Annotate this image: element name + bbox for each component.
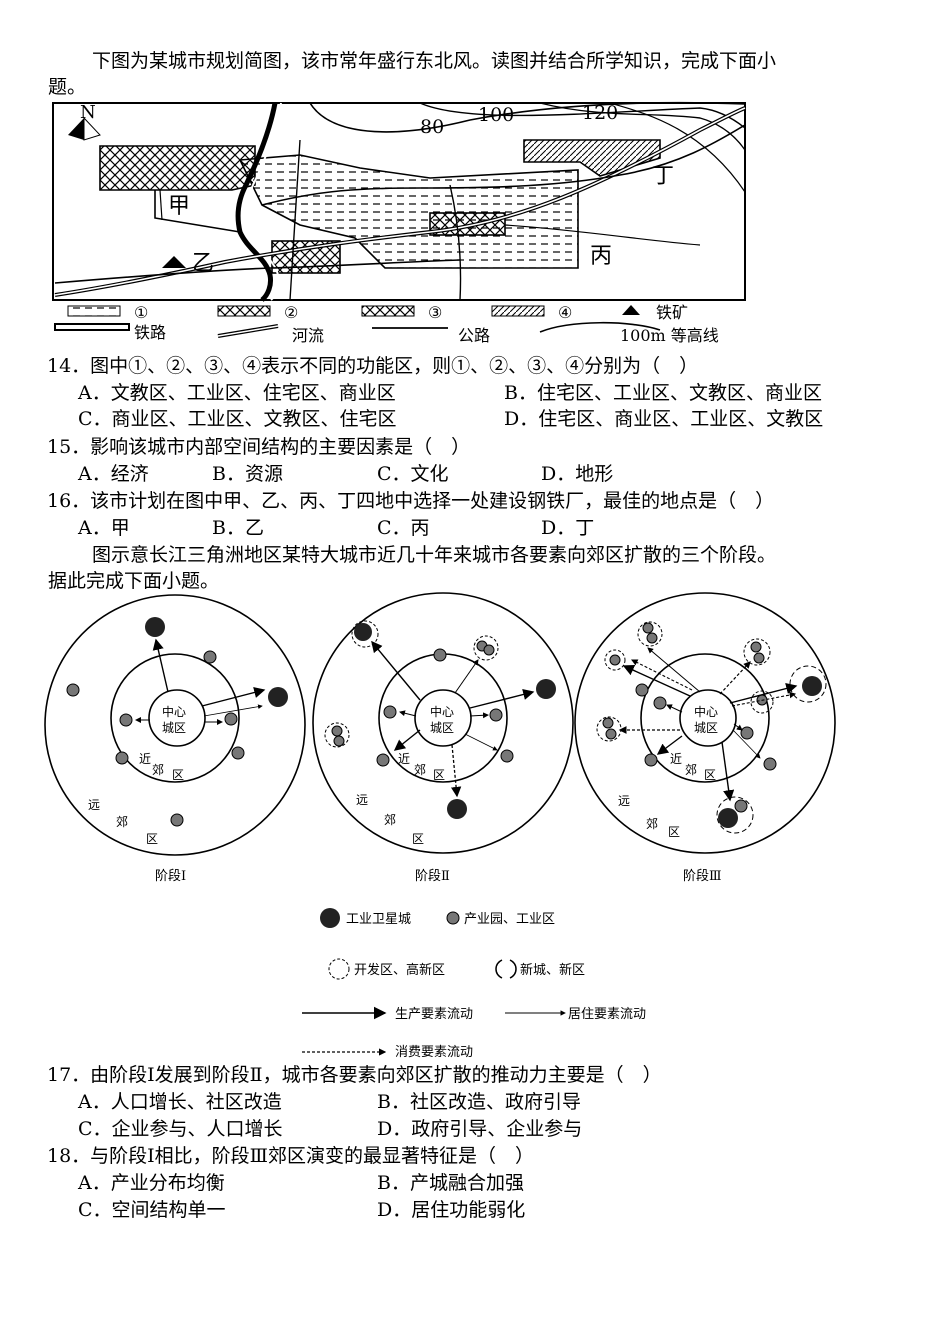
stages-legend: 工业卫星城 产业园、工业区 开发区、高新区 新城、新区 生产要素流动 居住要素流…	[302, 908, 646, 1060]
place-yi: 乙	[192, 251, 214, 276]
legend-zone1: ①	[134, 303, 148, 322]
question-15-stem: 15．影响该城市内部空间结构的主要因素是（ ）	[47, 436, 471, 458]
center-label-1: 中心	[162, 704, 186, 719]
far-label-1: 远	[618, 794, 630, 808]
legend-ore-icon	[622, 305, 640, 315]
legend-zone3: ③	[428, 303, 442, 322]
legend-contour: 100m 等高线	[620, 326, 719, 345]
near-label-2: 郊	[685, 763, 697, 777]
q15-option-b: B．资源	[212, 463, 283, 485]
legend-newtown: 新城、新区	[520, 962, 585, 978]
near-label-2: 郊	[414, 763, 426, 777]
legend-devzone: 开发区、高新区	[354, 962, 445, 978]
legend-ore: 铁矿	[656, 303, 688, 322]
q14-option-a: A．文教区、工业区、住宅区、商业区	[78, 382, 396, 404]
q15-option-a: A．经济	[78, 463, 149, 485]
q18-option-c: C．空间结构单一	[78, 1199, 226, 1221]
intro-text-2: 图示意长江三角洲地区某特大城市近几十年来城市各要素向郊区扩散的三个阶段。	[92, 544, 777, 566]
stages-diagram: 中心 城区 近 郊 区 远 郊 区 阶段Ⅰ 中心 城区 近 郊 区 远 郊 区	[44, 592, 836, 1060]
q17-option-c: C．企业参与、人口增长	[78, 1118, 283, 1140]
contour-label-100: 100	[478, 104, 514, 126]
center-label-1: 中心	[694, 704, 718, 719]
far-label-2: 郊	[646, 817, 658, 831]
far-label-3: 区	[668, 825, 680, 839]
north-label: N	[80, 102, 96, 123]
legend-prodflow: 生产要素流动	[395, 1007, 473, 1022]
near-label-1: 近	[670, 752, 682, 766]
stage-1-diagram: 中心 城区 近 郊 区 远 郊 区 阶段Ⅰ	[44, 594, 306, 884]
far-label-1: 远	[356, 793, 368, 807]
q18-option-a: A．产业分布均衡	[78, 1172, 225, 1194]
intro-text-1b: 题。	[48, 76, 87, 98]
near-label-3: 区	[704, 768, 716, 782]
legend-consflow: 消费要素流动	[395, 1045, 473, 1060]
legend-zone4: ④	[558, 303, 572, 322]
iron-ore-icon	[162, 256, 186, 268]
far-label-3: 区	[146, 832, 158, 846]
question-14-stem: 14．图中①、②、③、④表示不同的功能区，则①、②、③、④分别为（ ）	[47, 355, 699, 377]
center-label-2: 城区	[694, 721, 718, 735]
near-label-1: 近	[139, 752, 151, 766]
legend-road: 公路	[458, 326, 490, 345]
far-label-1: 远	[88, 798, 100, 812]
near-label-1: 近	[398, 752, 410, 766]
center-label-2: 城区	[162, 721, 186, 735]
q14-option-d: D．住宅区、商业区、工业区、文教区	[504, 408, 824, 430]
stage-3-diagram: 中心 城区 近 郊 区 远 郊 区	[574, 592, 836, 884]
stage-3-title: 阶段Ⅲ	[683, 869, 722, 884]
question-17-stem: 17．由阶段Ⅰ发展到阶段Ⅱ，城市各要素向郊区扩散的推动力主要是（ ）	[47, 1064, 662, 1086]
q16-option-a: A．甲	[78, 517, 130, 539]
stage-1-title: 阶段Ⅰ	[155, 869, 186, 884]
q15-option-d: D．地形	[541, 463, 614, 485]
far-label-3: 区	[412, 832, 424, 846]
question-18-stem: 18．与阶段Ⅰ相比，阶段Ⅲ郊区演变的最显著特征是（ ）	[47, 1145, 535, 1167]
q16-option-c: C．丙	[377, 517, 430, 539]
q18-option-d: D．居住功能弱化	[377, 1199, 526, 1221]
q15-option-c: C．文化	[377, 463, 449, 485]
center-label-1: 中心	[430, 704, 454, 719]
stage-2-title: 阶段Ⅱ	[415, 869, 450, 884]
q16-option-b: B．乙	[212, 517, 264, 539]
legend-rail: 铁路	[134, 323, 166, 342]
near-label-3: 区	[172, 768, 184, 782]
place-ding: 丁	[652, 164, 674, 189]
center-label-2: 城区	[430, 721, 454, 735]
legend-resflow: 居住要素流动	[568, 1007, 646, 1022]
legend-park: 产业园、工业区	[464, 912, 555, 927]
legend-river: 河流	[292, 326, 324, 345]
q17-option-b: B．社区改造、政府引导	[377, 1091, 581, 1113]
legend-zone2: ②	[284, 303, 298, 322]
q14-option-c: C．商业区、工业区、文教区、住宅区	[78, 408, 397, 430]
intro-text-2b: 据此完成下面小题。	[48, 570, 220, 592]
city-planning-map: N 80 100 120 甲 乙 丙 丁 ① ② ③ ④ 铁矿 铁路 河流 公路…	[52, 101, 746, 345]
contour-label-120: 120	[582, 102, 618, 124]
q18-option-b: B．产城融合加强	[377, 1172, 524, 1194]
q17-option-a: A．人口增长、社区改造	[78, 1091, 282, 1113]
near-label-2: 郊	[152, 763, 164, 777]
far-label-2: 郊	[384, 813, 396, 827]
q16-option-d: D．丁	[541, 517, 595, 539]
contour-label-80: 80	[420, 116, 444, 138]
intro-text-1: 下图为某城市规划简图，该市常年盛行东北风。读图并结合所学知识，完成下面小	[92, 50, 777, 72]
q14-option-b: B．住宅区、工业区、文教区、商业区	[504, 382, 822, 404]
place-bing: 丙	[590, 244, 612, 269]
near-label-3: 区	[433, 768, 445, 782]
question-16-stem: 16．该市计划在图中甲、乙、丙、丁四地中选择一处建设钢铁厂，最佳的地点是（ ）	[47, 490, 775, 512]
far-label-2: 郊	[116, 815, 128, 829]
q17-option-d: D．政府引导、企业参与	[377, 1118, 583, 1140]
legend-satellite: 工业卫星城	[346, 912, 411, 927]
place-jia: 甲	[168, 194, 190, 219]
stage-2-diagram: 中心 城区 近 郊 区 远 郊 区 阶段Ⅱ	[312, 592, 574, 884]
